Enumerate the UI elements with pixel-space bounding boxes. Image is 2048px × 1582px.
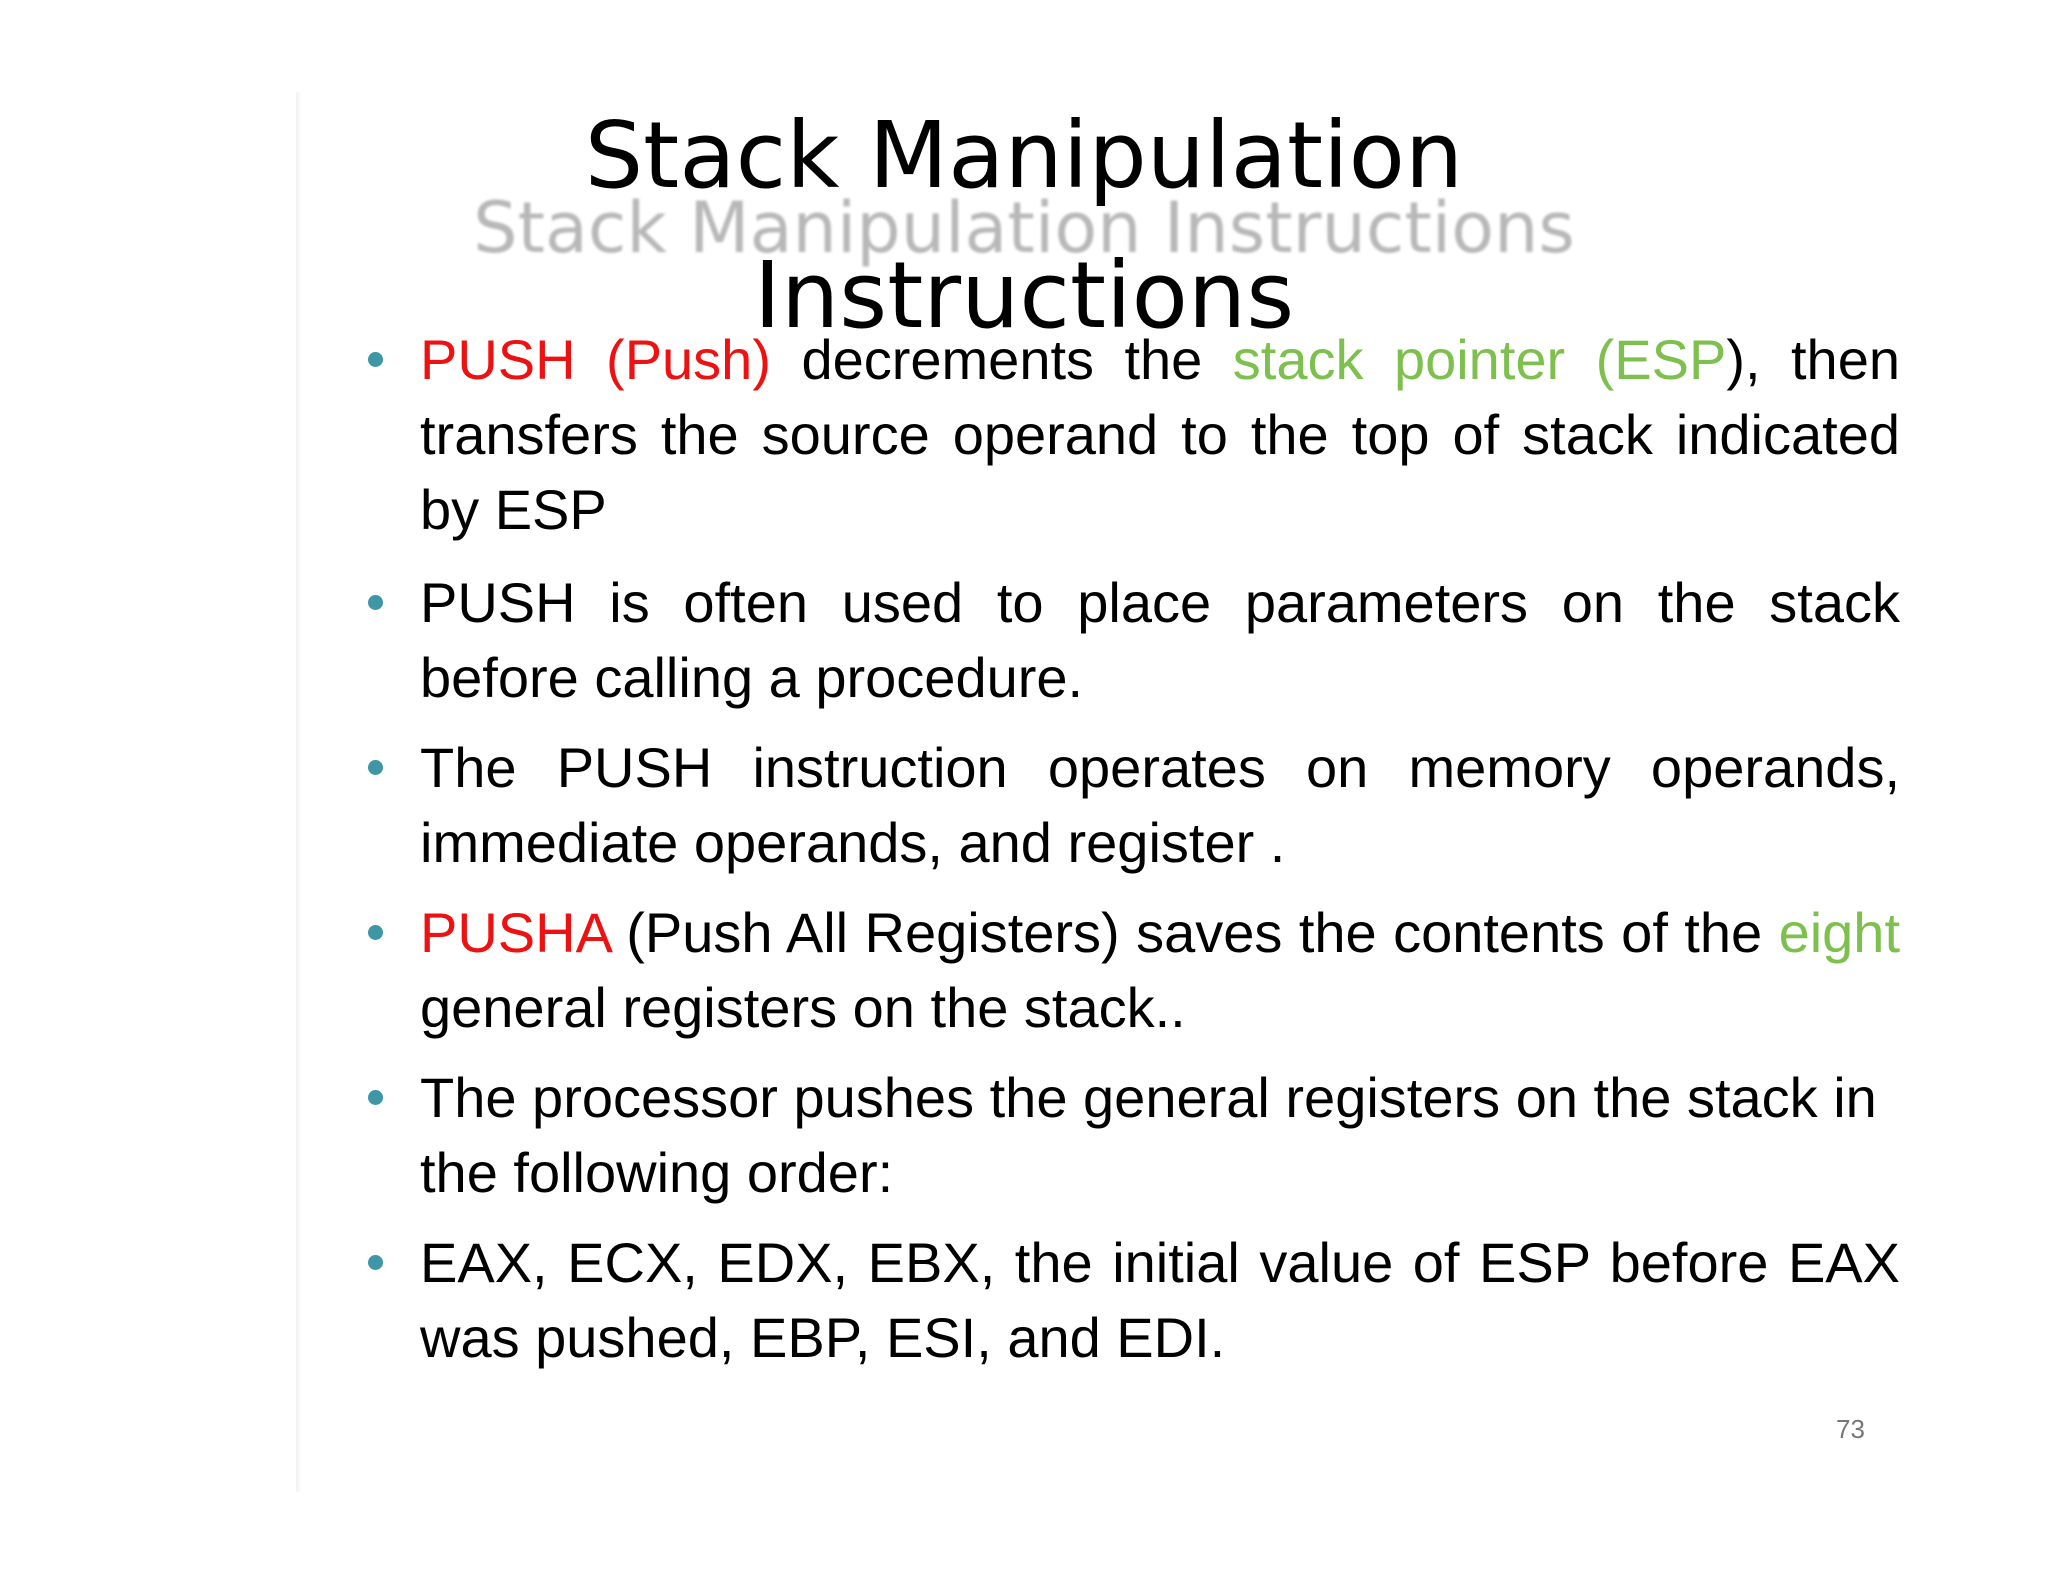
bullet-item: PUSH is often used to place parameters o… — [368, 565, 1900, 715]
push-keyword: PUSH (Push) — [420, 328, 771, 391]
slide-title-line-2: Instructions — [753, 242, 1295, 349]
bullet-text: (Push All Registers) saves the contents … — [609, 901, 1779, 964]
slide-title-line-1: Stack Manipulation — [584, 102, 1464, 209]
page-number: 73 — [1836, 1414, 1865, 1444]
bullet-dot-icon — [368, 595, 383, 610]
bullet-list: PUSH (Push) decrements the stack pointer… — [368, 322, 1900, 1390]
stack-pointer-term: stack pointer (ESP — [1232, 328, 1727, 391]
pusha-keyword: PUSHA — [420, 901, 610, 964]
bullet-text: ), then transfers the source operand to … — [420, 328, 1900, 541]
slide-left-edge — [296, 92, 302, 1492]
bullet-item: PUSH (Push) decrements the stack pointer… — [368, 322, 1900, 547]
bullet-item: PUSHA (Push All Registers) saves the con… — [368, 895, 1900, 1045]
bullet-text: The processor pushes the general registe… — [420, 1066, 1877, 1204]
bullet-dot-icon — [368, 925, 383, 940]
ghost-title: Stack Manipulation Instructions — [473, 187, 1575, 269]
bullet-dot-icon — [368, 760, 383, 775]
bullet-item: The PUSH instruction operates on memory … — [368, 730, 1900, 880]
bullet-text: decrements the — [770, 328, 1233, 391]
bullet-text: general registers on the stack.. — [420, 976, 1186, 1039]
eight-term: eight — [1778, 901, 1900, 964]
bullet-dot-icon — [368, 1090, 383, 1105]
bullet-text: The PUSH instruction operates on memory … — [420, 736, 1900, 874]
bullet-text: EAX, ECX, EDX, EBX, the initial value of… — [420, 1231, 1900, 1369]
bullet-item: EAX, ECX, EDX, EBX, the initial value of… — [368, 1225, 1900, 1375]
bullet-item: The processor pushes the general registe… — [368, 1060, 1900, 1210]
bullet-dot-icon — [368, 352, 383, 367]
bullet-text: PUSH is often used to place parameters o… — [420, 571, 1900, 709]
bullet-dot-icon — [368, 1255, 383, 1270]
